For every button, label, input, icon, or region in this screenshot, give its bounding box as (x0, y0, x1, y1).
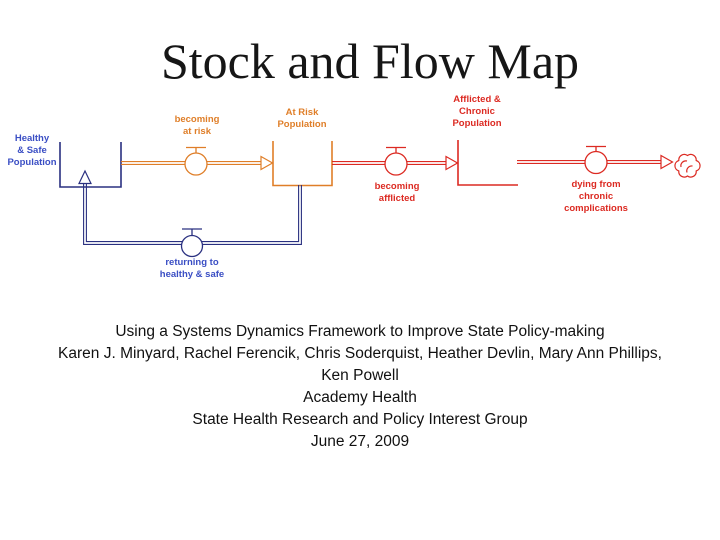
citation-author-2: Ken Powell (321, 367, 399, 384)
slide-title: Stock and Flow Map (160, 33, 580, 89)
label-afflicted-chronic-population: Afflicted & Chronic Population (452, 94, 502, 129)
arrowhead-icon (78, 169, 92, 185)
citation-date: June 27, 2009 (310, 433, 410, 450)
label-at-risk-population: At Risk Population (277, 107, 327, 130)
dying-valve-icon (584, 145, 608, 175)
label-returning-to-healthy-safe: returning to healthy & safe (159, 257, 225, 280)
arrowhead-icon (445, 155, 459, 171)
cloud-sink-icon (674, 153, 701, 178)
becoming-at-risk-valve-icon (184, 146, 208, 176)
arrowhead-icon (660, 154, 674, 170)
stock-at-risk-population (272, 141, 333, 187)
label-becoming-at-risk: becoming at risk (174, 114, 220, 137)
citation-organization: Academy Health (303, 389, 417, 406)
stock-afflicted-chronic-population (457, 140, 518, 186)
returning-valve-icon (180, 228, 204, 258)
becoming-afflicted-valve-icon (384, 146, 408, 176)
citation-title: Using a Systems Dynamics Framework to Im… (115, 323, 605, 340)
label-healthy-safe-population: Healthy & Safe Population (7, 133, 57, 168)
arrowhead-icon (260, 155, 274, 171)
label-becoming-afflicted: becoming afflicted (374, 181, 420, 204)
label-dying-from-chronic-complications: dying from chronic complications (564, 179, 628, 214)
citation-authors: Karen J. Minyard, Rachel Ferencik, Chris… (58, 345, 662, 362)
stock-healthy-safe-population (59, 142, 122, 188)
citation-group: State Health Research and Policy Interes… (192, 411, 528, 428)
citation-block: Using a Systems Dynamics Framework to Im… (0, 321, 720, 453)
